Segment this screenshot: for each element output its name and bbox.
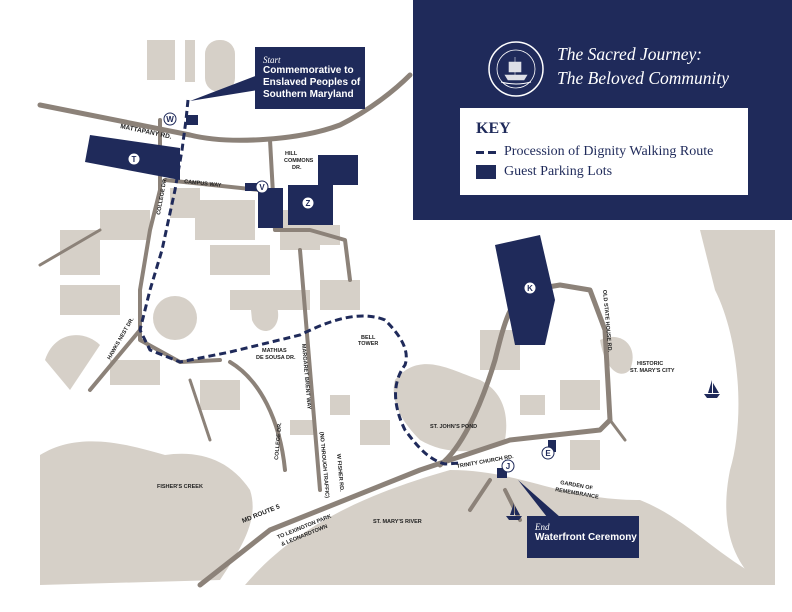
roads xyxy=(37,72,627,588)
title-line-1: The Sacred Journey: xyxy=(557,44,703,64)
start-pointer xyxy=(190,75,258,101)
procession-route xyxy=(138,99,461,466)
svg-text:(NO THROUGH TRAFFIC): (NO THROUGH TRAFFIC) xyxy=(318,432,330,499)
parking-lot-j xyxy=(497,468,507,478)
dashed-line-icon xyxy=(476,150,496,154)
parking-lot-v xyxy=(245,183,265,191)
start-tag: Start xyxy=(263,55,281,65)
svg-text:OLD STATE HOUSE RD.: OLD STATE HOUSE RD. xyxy=(601,290,612,353)
svg-text:ST. MARY'S RIVER: ST. MARY'S RIVER xyxy=(373,519,422,525)
svg-text:HILL: HILL xyxy=(285,151,298,157)
svg-text:K: K xyxy=(527,284,533,293)
svg-text:T: T xyxy=(132,155,137,164)
svg-text:TOWER: TOWER xyxy=(358,341,378,347)
svg-text:J: J xyxy=(506,462,510,471)
parking-lot-e xyxy=(548,440,556,452)
svg-text:ST. JOHN'S POND: ST. JOHN'S POND xyxy=(430,424,477,430)
svg-text:MARGARET BRENT WAY: MARGARET BRENT WAY xyxy=(300,344,312,410)
key-route-label: Procession of Dignity Walking Route xyxy=(504,144,714,159)
svg-text:HISTORIC: HISTORIC xyxy=(637,361,663,367)
key-parking: Guest Parking Lots xyxy=(476,164,612,180)
svg-text:W: W xyxy=(166,115,174,124)
parking-square-icon xyxy=(476,165,496,179)
end-label: Waterfront Ceremony xyxy=(535,532,637,543)
header-panel: The Sacred Journey: The Beloved Communit… xyxy=(413,0,792,220)
svg-text:BELL: BELL xyxy=(361,335,376,341)
title-line-2: The Beloved Community xyxy=(557,68,730,88)
key-heading: KEY xyxy=(476,120,511,137)
svg-text:E: E xyxy=(545,449,551,458)
key-parking-label: Guest Parking Lots xyxy=(504,164,613,179)
key-route: Procession of Dignity Walking Route xyxy=(476,144,713,160)
end-callout: End Waterfront Ceremony xyxy=(527,516,639,558)
st-marys-river xyxy=(245,470,775,585)
sailboat-icon xyxy=(704,380,720,398)
start-label: Commemorative to Enslaved Peoples of Sou… xyxy=(263,65,361,100)
svg-text:DE SOUSA DR.: DE SOUSA DR. xyxy=(256,355,296,361)
sailboat-icon xyxy=(506,503,522,520)
start-callout: Start Commemorative to Enslaved Peoples … xyxy=(255,47,365,109)
svg-text:COMMONS: COMMONS xyxy=(284,158,314,164)
svg-text:Z: Z xyxy=(306,199,311,208)
svg-text:GARDEN OF: GARDEN OF xyxy=(560,480,594,492)
page-title: The Sacred Journey: The Beloved Communit… xyxy=(557,42,729,90)
svg-text:CAMPUS WAY: CAMPUS WAY xyxy=(184,179,222,189)
end-pointer xyxy=(518,480,560,517)
college-seal-logo xyxy=(488,41,544,97)
svg-text:MATHIAS: MATHIAS xyxy=(262,348,287,354)
parking-lot-w xyxy=(186,115,198,125)
map-key: KEY Procession of Dignity Walking Route … xyxy=(460,108,748,195)
campus-buildings xyxy=(45,40,600,470)
svg-text:W FISHER RD.: W FISHER RD. xyxy=(335,454,344,493)
svg-text:V: V xyxy=(259,183,265,192)
svg-text:FISHER'S CREEK: FISHER'S CREEK xyxy=(157,484,203,490)
svg-text:ST. MARY'S CITY: ST. MARY'S CITY xyxy=(630,368,675,374)
parking-lot-z-north xyxy=(318,155,358,185)
end-tag: End xyxy=(535,522,550,532)
svg-text:DR.: DR. xyxy=(292,165,302,171)
st-johns-pond xyxy=(393,364,507,452)
parking-lot-v-main xyxy=(258,188,283,228)
fishers-creek xyxy=(40,441,253,585)
svg-text:COLLEGE DR.: COLLEGE DR. xyxy=(274,422,283,460)
right-river xyxy=(700,230,775,585)
lot-markers: W T V Z K J E xyxy=(127,112,555,473)
